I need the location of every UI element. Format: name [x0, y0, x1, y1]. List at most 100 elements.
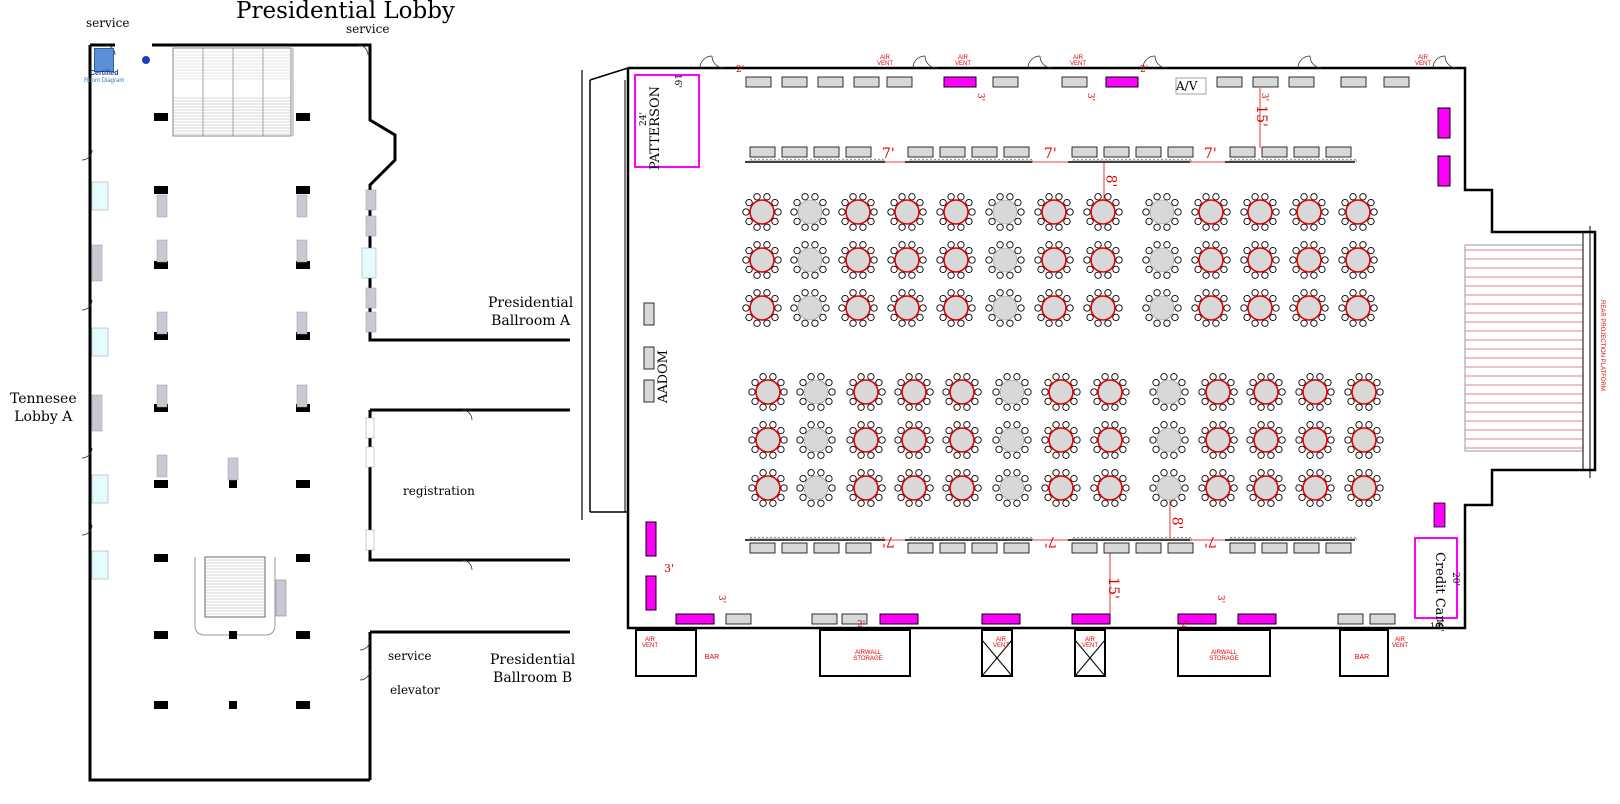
- drape-top-0-scallop: [748, 158, 754, 163]
- drape-bottom-1-scallop: [984, 536, 990, 541]
- round-table-chair: [926, 484, 934, 492]
- round-table-chair: [1145, 198, 1153, 207]
- drape-bottom-3-scallop: [1320, 536, 1326, 541]
- round-table-chair: [915, 403, 923, 411]
- round-table-chair: [1212, 193, 1220, 201]
- round-table-chair: [916, 294, 924, 303]
- exhibit-table: [1071, 542, 1098, 554]
- drape-bottom-3-scallop: [1256, 536, 1262, 541]
- round-table-chair: [953, 499, 961, 507]
- drape-top-1-scallop: [956, 158, 962, 163]
- drape-top-1-scallop: [916, 158, 922, 163]
- round-table-chair: [1202, 289, 1210, 297]
- round-table-chair: [841, 294, 849, 303]
- drape-bottom-3-scallop: [1348, 536, 1354, 541]
- exhibit-table: [907, 542, 934, 554]
- drape-bottom-0-scallop: [756, 536, 762, 541]
- dim-2-top-1: 2': [736, 65, 745, 75]
- round-table-chair: [1198, 388, 1206, 396]
- round-table-chair: [1062, 421, 1070, 429]
- round-table-chair: [1112, 246, 1120, 255]
- drape-bottom-1-scallop: [988, 536, 994, 541]
- round-table-chair: [838, 304, 846, 312]
- round-table-chair: [793, 265, 801, 274]
- drape-top-1-scallop: [980, 158, 986, 163]
- registration-door-bottom: [461, 559, 473, 571]
- round-table-chair: [742, 304, 750, 312]
- round-table-chair: [947, 241, 955, 249]
- round-table-chair: [745, 265, 753, 274]
- round-table: [853, 379, 879, 405]
- round-table-chair: [867, 198, 875, 207]
- round-table-chair: [1370, 304, 1378, 312]
- round-table-chair: [1373, 397, 1381, 406]
- drape-bottom-3-scallop: [1236, 536, 1242, 541]
- round-table-chair: [769, 451, 777, 459]
- round-table-chair: [1041, 484, 1049, 492]
- round-table-chair: [1257, 451, 1265, 459]
- drape-bottom-3-scallop: [1228, 536, 1234, 541]
- round-table-chair: [1086, 217, 1094, 226]
- round-table: [1345, 295, 1371, 321]
- round-table-chair: [1062, 451, 1070, 459]
- round-table-chair: [1021, 445, 1029, 454]
- round-table-chair: [897, 426, 905, 435]
- magenta-left-table: [645, 575, 657, 611]
- round-table-chair: [1376, 484, 1384, 492]
- round-table-chair: [867, 313, 875, 322]
- drape-top-0-scallop: [784, 158, 790, 163]
- round-table-chair: [1112, 198, 1120, 207]
- round-table-chair: [793, 246, 801, 255]
- round-table-chair: [811, 193, 819, 201]
- drape-bottom-0-scallop: [792, 536, 798, 541]
- drape-top-3-scallop: [1264, 158, 1270, 163]
- round-table-chair: [1349, 319, 1357, 327]
- right-window-panel: [361, 247, 377, 279]
- drape-bottom-2-scallop: [1107, 536, 1113, 541]
- round-table-chair: [1013, 499, 1021, 507]
- round-table-chair: [1201, 493, 1209, 502]
- round-table-chair: [1052, 451, 1060, 459]
- wall-table: [817, 76, 844, 88]
- round-table: [992, 199, 1018, 225]
- drape-top-3-scallop: [1304, 158, 1310, 163]
- drape-top-2-scallop: [1127, 158, 1133, 163]
- round-table-chair: [1249, 426, 1257, 435]
- drape-top-2-scallop: [1091, 158, 1097, 163]
- round-table-chair: [1178, 445, 1186, 454]
- drape-top-1-scallop: [968, 158, 974, 163]
- round-table-chair: [1034, 208, 1042, 216]
- round-table-chair: [1145, 313, 1153, 322]
- magenta-wall-table: [1177, 613, 1217, 625]
- drape-top-1-scallop: [960, 158, 966, 163]
- round-table-chair: [1045, 241, 1053, 249]
- round-table-chair: [1344, 484, 1352, 492]
- round-table-chair: [763, 271, 771, 279]
- round-table-chair: [793, 313, 801, 322]
- dim-2-top-2: 2': [1140, 65, 1149, 75]
- round-table-chair: [1349, 193, 1357, 201]
- round-table-chair: [1191, 304, 1199, 312]
- round-table: [845, 295, 871, 321]
- round-table-chair: [1153, 319, 1161, 327]
- badge-dot-icon: [142, 56, 150, 64]
- dim-15-top: 15': [1252, 105, 1269, 127]
- dim-15-bottom: 15': [1104, 577, 1121, 599]
- round-table-chair: [1223, 304, 1231, 312]
- round-table-chair: [1160, 403, 1168, 411]
- round-table-chair: [1003, 373, 1011, 381]
- airwall-storage-label-1: AIRWALL STORAGE: [853, 650, 883, 663]
- dim-7-top-2: 7': [1044, 146, 1057, 162]
- round-table: [803, 475, 829, 501]
- round-table-chair: [1104, 223, 1112, 231]
- round-table-chair: [1219, 469, 1227, 477]
- round-table-chair: [751, 397, 759, 406]
- round-table-chair: [799, 493, 807, 502]
- round-table-chair: [988, 313, 996, 322]
- drape-bottom-1-scallop: [1024, 536, 1030, 541]
- round-table-chair: [875, 445, 883, 454]
- round-table-chair: [898, 319, 906, 327]
- round-table: [803, 379, 829, 405]
- round-table-chair: [771, 294, 779, 303]
- drape-bottom-2-scallop: [1103, 536, 1109, 541]
